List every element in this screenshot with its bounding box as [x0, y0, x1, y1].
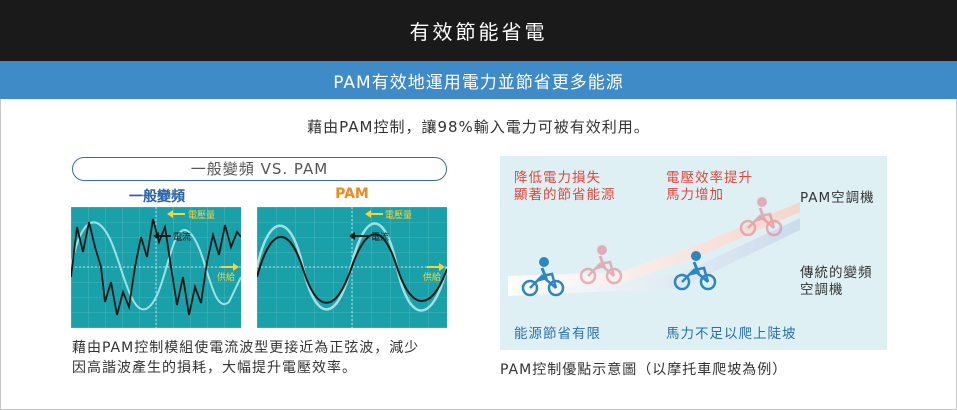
motorcycle-icon — [579, 245, 623, 285]
section-subtitle: PAM有效地運用電力並節省更多能源 — [0, 61, 957, 99]
voltage-wave — [71, 221, 241, 311]
page-title: 有效節能省電 — [0, 0, 957, 61]
legend-supply: 供給 — [217, 273, 236, 283]
legend-voltage: 電壓量 — [385, 211, 413, 221]
comparison-title: 一般變頻 VS. PAM — [72, 157, 447, 181]
arrow-left-icon — [349, 232, 369, 240]
motorcycle-icon — [739, 197, 783, 237]
legend-voltage: 電壓量 — [188, 211, 216, 221]
pam-label: PAM — [335, 186, 369, 202]
current-wave — [257, 233, 447, 304]
arrow-right-icon — [427, 263, 445, 271]
label-traditional-ac: 傳統的變頻 空調機 — [800, 265, 873, 299]
arrow-left-icon — [167, 210, 185, 218]
label-reduce-loss: 降低電力損失 顯著的節省能源 — [514, 170, 616, 204]
label-line: 顯著的節省能源 — [514, 187, 616, 203]
label-limited-saving: 能源節省有限 — [514, 326, 601, 342]
diagram-caption: PAM控制優點示意圖（以摩托車爬坡為例） — [500, 362, 788, 378]
label-efficiency-up: 電壓效率提升 馬力增加 — [666, 170, 753, 204]
current-wave — [71, 218, 241, 316]
legend-supply: 供給 — [423, 273, 442, 283]
label-insufficient-power: 馬力不足以爬上陡坡 — [666, 326, 797, 342]
oscilloscope-pam: 電壓量 電流 供給 — [257, 207, 447, 328]
label-line: 電壓效率提升 — [666, 170, 753, 186]
label-pam-ac: PAM空調機 — [800, 190, 875, 206]
arrow-right-icon — [221, 263, 239, 271]
arrow-left-icon — [365, 210, 383, 218]
legend-current: 電流 — [371, 233, 390, 243]
pam-benefit-diagram: 降低電力損失 顯著的節省能源 電壓效率提升 馬力增加 PAM空調機 傳統的變頻 … — [500, 156, 887, 350]
caption-line: 藉由PAM控制模組使電流波型更接近為正弦波，減少 — [72, 340, 420, 356]
motorcycle-icon — [521, 257, 565, 297]
label-line: 空調機 — [800, 282, 844, 298]
label-line: 降低電力損失 — [514, 170, 601, 186]
arrow-left-icon — [153, 232, 171, 240]
intro-text: 藉由PAM控制，讓98%輸入電力可被有效利用。 — [307, 118, 650, 136]
normal-inverter-label: 一般變頻 — [129, 189, 185, 205]
legend-current: 電流 — [173, 233, 192, 243]
caption-line: 因高諧波產生的損耗，大幅提升電壓效率。 — [72, 360, 357, 376]
label-line: 傳統的變頻 — [800, 265, 873, 281]
label-line: 馬力增加 — [666, 187, 724, 203]
comparison-caption: 藉由PAM控制模組使電流波型更接近為正弦波，減少 因高諧波產生的損耗，大幅提升電… — [72, 338, 452, 378]
oscilloscope-normal: 電壓量 電流 供給 — [71, 207, 241, 328]
motorcycle-icon — [673, 251, 717, 291]
